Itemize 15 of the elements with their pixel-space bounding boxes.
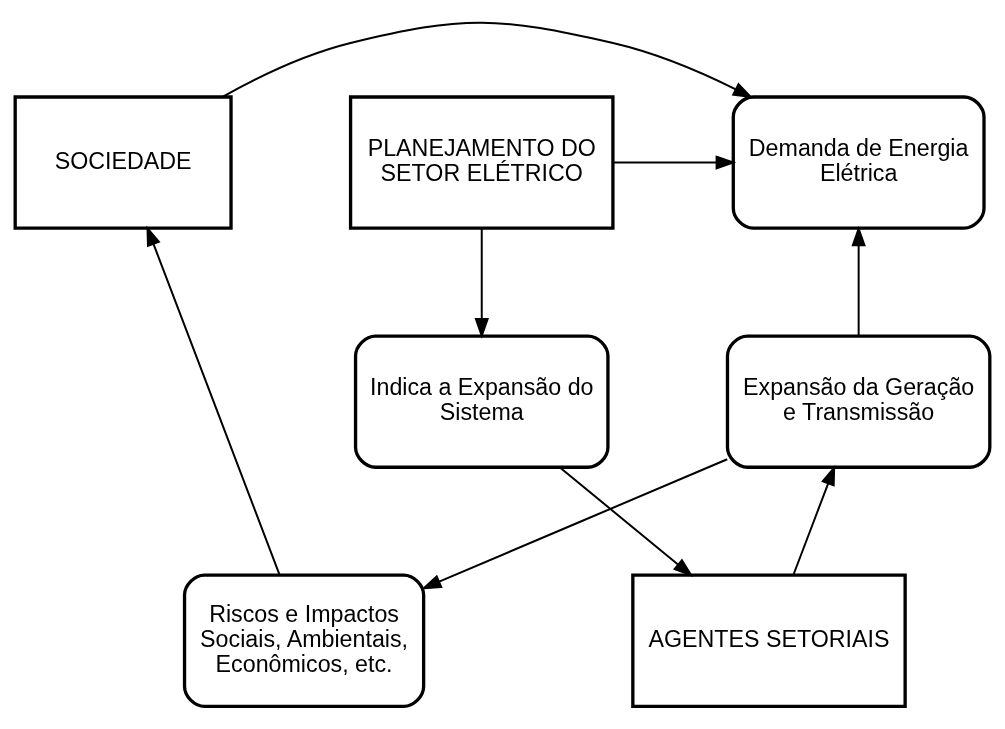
node-box: AGENTES SETORIAIS: [631, 573, 907, 708]
arrow: [222, 21, 754, 99]
arrow: [474, 227, 489, 339]
arrow: [146, 225, 281, 576]
node-box: PLANEJAMENTO DO SETOR ELÉTRICO: [348, 95, 615, 230]
node-box: SOCIEDADE: [13, 95, 233, 230]
node-box: Demanda de Energia Elétrica: [731, 95, 986, 230]
arrow: [851, 225, 866, 337]
arrow: [559, 466, 694, 578]
arrow: [792, 464, 836, 576]
node-box: Indica a Expansão do Sistema: [353, 334, 610, 469]
node-box: Riscos e Impactos Sociais, Ambientais, Econômicos, etc.: [182, 573, 426, 708]
arrow: [420, 458, 729, 590]
node-box: Expansão da Geração e Transmissão: [725, 334, 992, 469]
arrow: [612, 155, 737, 170]
